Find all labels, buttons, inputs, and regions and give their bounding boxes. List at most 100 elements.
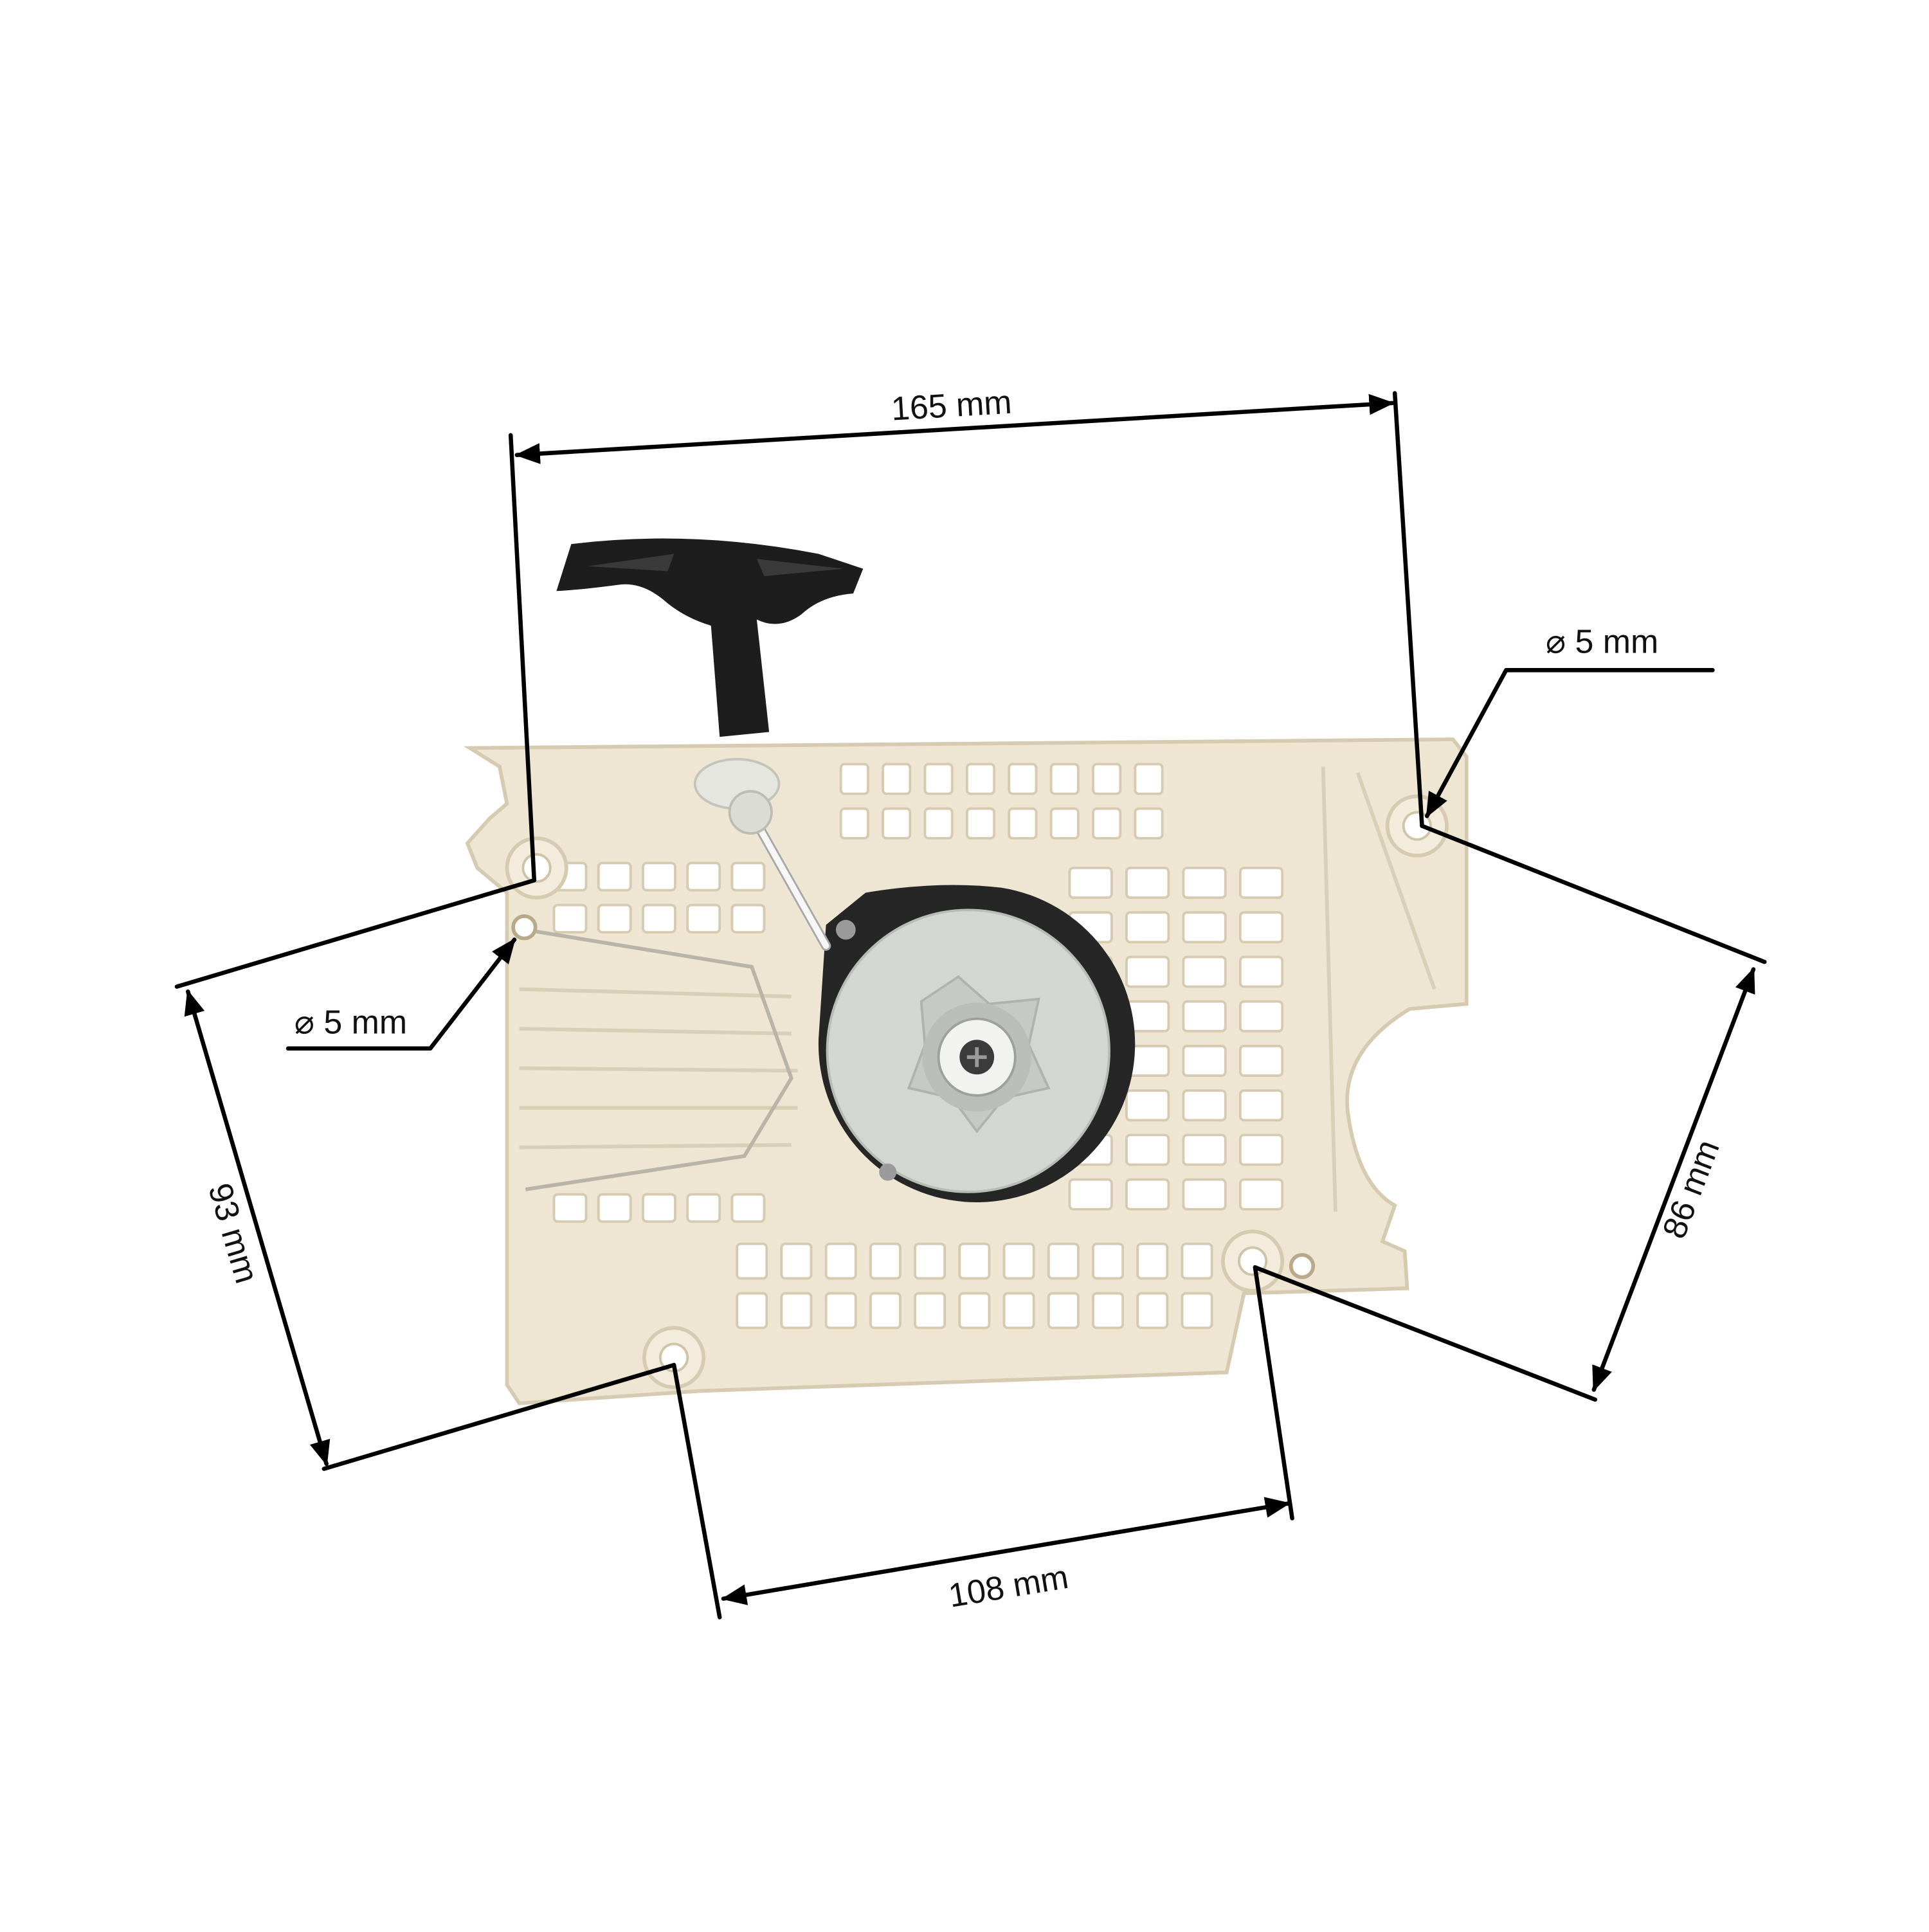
pulley-rivet <box>836 919 856 940</box>
bottom-hole-spacing-label: 108 mm <box>946 1558 1071 1615</box>
vent-slot <box>686 1193 721 1223</box>
vent-slot <box>642 1193 676 1223</box>
vent-slot <box>1002 1242 1035 1280</box>
handle-grip-groove-right <box>756 559 844 577</box>
vent-slot <box>869 1242 901 1280</box>
overall-width-label: 165 mm <box>890 384 1013 428</box>
vent-slot <box>730 1193 766 1223</box>
vent-slot <box>1181 1292 1213 1330</box>
vent-slot <box>882 763 912 795</box>
vent-slot <box>824 1292 857 1330</box>
vent-slot <box>1047 1242 1080 1280</box>
mounting-hole-left-upper <box>505 836 568 900</box>
vent-slot <box>730 862 766 892</box>
metal-wire-clip <box>525 928 793 1191</box>
vent-slot <box>1238 1178 1284 1211</box>
vent-slot <box>1182 1178 1227 1211</box>
vent-slot <box>552 903 588 934</box>
cord-grommet <box>693 757 781 835</box>
mounting-hole-bottom-left <box>642 1326 706 1389</box>
rope-pulley <box>818 885 1136 1203</box>
starter-t-handle <box>556 538 864 737</box>
vent-slot <box>780 1242 813 1280</box>
hole-left-label: ⌀ 5 mm <box>294 1004 407 1042</box>
vent-slot <box>1068 1178 1113 1211</box>
screw-cross-icon <box>966 1047 987 1067</box>
vent-slot <box>1068 867 1113 899</box>
vent-slot <box>1092 807 1122 840</box>
vent-slot <box>686 903 721 934</box>
vent-slot <box>1238 1133 1284 1166</box>
vent-slot <box>958 1242 991 1280</box>
vent-slot <box>824 1242 857 1280</box>
starter-cord-highlight <box>746 806 829 949</box>
vent-slot <box>923 763 954 795</box>
vent-slot <box>1238 1000 1284 1033</box>
vent-slot <box>1049 763 1080 795</box>
vent-slot <box>1092 1242 1125 1280</box>
vent-slot <box>1136 1242 1169 1280</box>
vent-slot <box>1092 1292 1125 1330</box>
vent-slot <box>1049 807 1080 840</box>
vent-slot <box>1181 1242 1213 1280</box>
vent-slot <box>1125 1178 1170 1211</box>
vent-slot <box>736 1292 768 1330</box>
vent-slot <box>1182 1000 1227 1033</box>
vent-slot <box>923 807 954 840</box>
vent-slot <box>1182 1045 1227 1077</box>
vent-slot <box>1125 867 1170 899</box>
vent-slot <box>552 1193 588 1223</box>
vent-slot <box>839 807 869 840</box>
mounting-hole-left-small <box>511 914 538 941</box>
vent-slot <box>686 862 721 892</box>
handle-grip-groove-left <box>587 554 675 572</box>
vent-slot <box>642 862 676 892</box>
vent-slot <box>1008 807 1038 840</box>
vent-slot <box>1238 867 1284 899</box>
vent-slot <box>780 1292 813 1330</box>
dimension-hole-top-right: ⌀ 5 mm <box>1424 623 1715 818</box>
vent-slot <box>1125 1089 1170 1122</box>
vent-slot <box>597 862 632 892</box>
vent-slot <box>958 1292 991 1330</box>
housing-ribs <box>519 766 1436 1212</box>
vent-slot <box>914 1292 946 1330</box>
vent-slot <box>1125 1133 1170 1166</box>
dimension-hole-left: ⌀ 5 mm <box>285 937 517 1051</box>
vent-slot <box>1182 955 1227 988</box>
vent-slot <box>736 1242 768 1280</box>
vent-slot <box>1125 911 1170 944</box>
vent-slot <box>1238 911 1284 944</box>
vent-slot <box>1125 955 1170 988</box>
vent-slot <box>1182 867 1227 899</box>
vent-slot <box>1134 807 1164 840</box>
vent-slot <box>1238 1089 1284 1122</box>
vent-slot <box>1238 955 1284 988</box>
vent-slot <box>1002 1292 1035 1330</box>
vent-slot <box>642 903 676 934</box>
vent-slot <box>730 903 766 934</box>
hole-top-right-label: ⌀ 5 mm <box>1546 623 1658 660</box>
vent-slot <box>1092 763 1122 795</box>
vent-slot <box>882 807 912 840</box>
dimension-overall-width: 165 mm <box>508 384 1424 883</box>
vent-slot <box>1134 763 1164 795</box>
vent-slot <box>1136 1292 1169 1330</box>
vent-slot <box>1008 763 1038 795</box>
vent-slot <box>597 1193 632 1223</box>
left-height-label: 93 mm <box>201 1179 265 1288</box>
vent-slot <box>1182 1133 1227 1166</box>
pulley-rivet-lower <box>879 1163 897 1181</box>
vent-slot <box>1047 1292 1080 1330</box>
vent-slot <box>965 763 996 795</box>
mounting-hole-top-right <box>1385 794 1449 858</box>
vent-slot <box>1182 911 1227 944</box>
right-height-label: 86 mm <box>1656 1135 1727 1243</box>
vent-slot <box>965 807 996 840</box>
vent-slot <box>839 763 869 795</box>
vent-slot <box>1182 1089 1227 1122</box>
vent-slot <box>597 903 632 934</box>
vent-slot <box>914 1242 946 1280</box>
